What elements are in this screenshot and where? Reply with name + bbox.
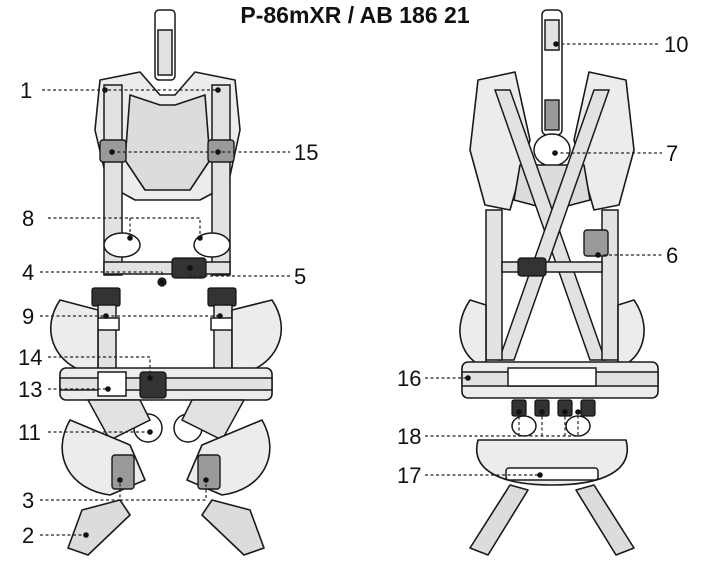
leader-14-dot xyxy=(147,375,153,381)
front-left-crossing-strap xyxy=(86,399,152,441)
callout-7: 7 xyxy=(666,141,678,166)
callout-5: 5 xyxy=(294,264,306,289)
front-right-strap-adjuster xyxy=(207,139,235,163)
leader-10-dot xyxy=(553,41,559,47)
back-tool-loop-4 xyxy=(580,399,596,417)
callout-8: 8 xyxy=(22,206,34,231)
front-right-torso-strap xyxy=(213,304,233,371)
leader-7-dot xyxy=(552,150,558,156)
front-right-leg-buckle xyxy=(197,454,221,490)
front-left-side-wing xyxy=(49,299,99,371)
leader-4-dot xyxy=(159,279,165,285)
callout-6: 6 xyxy=(666,243,678,268)
callout-1: 1 xyxy=(20,78,32,103)
leader-1-dot-a xyxy=(102,87,108,93)
leader-18 xyxy=(425,412,579,437)
leader-5-dot xyxy=(187,265,193,271)
leader-14 xyxy=(48,356,151,378)
callout-2: 2 xyxy=(22,523,34,548)
diagram-title: P-86mXR / AB 186 21 xyxy=(240,2,470,28)
back-tool-loop-1 xyxy=(511,399,527,417)
leader-1-dot-b xyxy=(215,87,221,93)
back-lanyard-spring xyxy=(544,99,560,131)
back-left-side-wing xyxy=(459,299,487,369)
back-chest-buckle xyxy=(517,257,547,277)
leader-18-dot-b xyxy=(539,409,545,415)
callout-14: 14 xyxy=(18,345,42,370)
back-tool-loop-3 xyxy=(557,399,573,417)
leader-8-dot-b xyxy=(197,235,203,241)
back-left-leg xyxy=(469,484,529,556)
back-view xyxy=(459,9,659,556)
leader-17-dot xyxy=(537,472,543,478)
leader-15-dot-b xyxy=(215,149,221,155)
leader-6-dot xyxy=(595,252,601,258)
front-waist-buckle xyxy=(139,371,167,399)
leader-9-dot-a xyxy=(103,313,109,319)
leader-13-dot xyxy=(105,386,111,392)
front-right-chest-ring xyxy=(193,232,231,258)
callout-numbers: 1 15 8 4 5 9 14 13 11 3 2 10 7 6 16 18 1… xyxy=(18,32,688,548)
back-tool-loop-2 xyxy=(534,399,550,417)
front-right-shoulder-strap xyxy=(211,84,231,276)
front-right-side-wing xyxy=(231,299,283,371)
callout-4: 4 xyxy=(22,260,34,285)
callout-10: 10 xyxy=(664,32,688,57)
front-right-buckle xyxy=(207,287,237,307)
leader-18-dot-c xyxy=(562,409,568,415)
front-right-crossing-strap xyxy=(180,399,246,441)
callout-17: 17 xyxy=(397,463,421,488)
leader-15-dot-a xyxy=(109,149,115,155)
callout-18: 18 xyxy=(397,424,421,449)
leader-lines xyxy=(40,41,662,538)
leader-8-dot-a xyxy=(127,235,133,241)
front-right-leg-tail xyxy=(201,499,265,556)
callout-3: 3 xyxy=(22,488,34,513)
back-dorsal-ring xyxy=(533,133,571,167)
front-left-leg-tail xyxy=(67,499,131,556)
leader-3 xyxy=(40,480,207,501)
back-chest-strap xyxy=(501,261,603,273)
front-connector-strap xyxy=(157,29,173,76)
leader-3-dot-b xyxy=(203,477,209,483)
callout-11: 11 xyxy=(18,420,41,445)
leader-8 xyxy=(48,217,201,238)
front-left-shoulder-strap xyxy=(103,84,123,276)
front-chest-pad xyxy=(124,94,211,191)
front-view xyxy=(49,9,283,556)
leader-18-dot-d xyxy=(575,409,581,415)
callout-13: 13 xyxy=(18,377,42,402)
front-left-buckle xyxy=(91,287,121,307)
leader-2-dot xyxy=(83,532,89,538)
back-right-leg xyxy=(575,484,635,556)
front-left-chest-ring xyxy=(103,232,141,258)
leader-9-dot-b xyxy=(217,313,223,319)
callout-16: 16 xyxy=(397,366,421,391)
back-left-side-strap xyxy=(485,209,503,361)
leader-18-dot-a xyxy=(516,409,522,415)
leader-11-dot xyxy=(147,429,153,435)
back-right-side-wing xyxy=(617,299,645,369)
back-seat-label xyxy=(505,467,599,481)
callout-9: 9 xyxy=(22,304,34,329)
front-left-leg-buckle xyxy=(111,454,135,490)
callout-15: 15 xyxy=(294,140,318,165)
leader-3-dot-a xyxy=(117,477,123,483)
front-left-waist-keeper xyxy=(97,371,127,397)
leader-16-dot xyxy=(465,375,471,381)
back-waist-label xyxy=(507,367,597,387)
back-right-adjuster xyxy=(583,229,609,257)
back-left-ring xyxy=(511,415,537,437)
